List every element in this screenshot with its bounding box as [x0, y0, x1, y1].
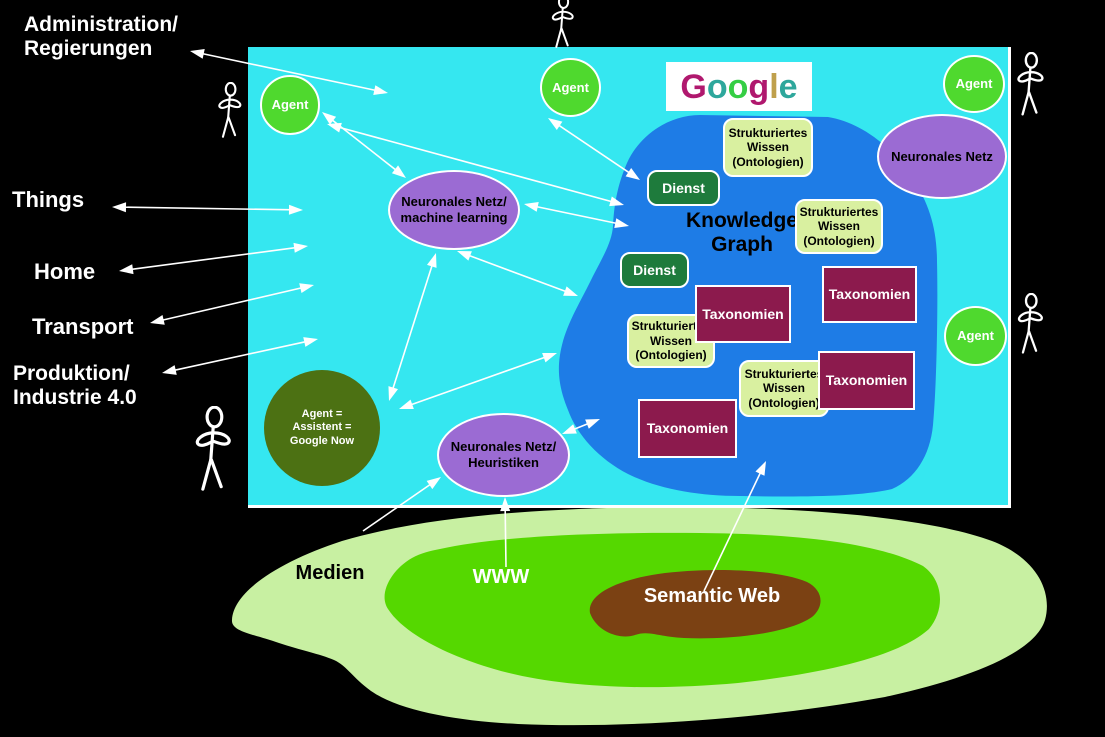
agent-node-top-center: Agent: [540, 58, 601, 117]
stick-figure-top-right: [1017, 52, 1044, 116]
agent-node-top-right: Agent: [943, 55, 1005, 113]
strukturiertes-wissen-top: Strukturiertes Wissen (Ontologien): [723, 118, 813, 177]
neural-net-heuristiken: Neuronales Netz/ Heuristiken: [437, 413, 570, 497]
strukturiertes-wissen-bottom: Strukturiertes Wissen (Ontologien): [739, 360, 829, 417]
arrowhead: [119, 264, 134, 275]
label-transport: Transport: [32, 314, 134, 339]
agent-node-mid-right: Agent: [944, 306, 1007, 366]
dienst-box-left: Dienst: [620, 252, 689, 288]
neural-net-right: Neuronales Netz: [877, 114, 1007, 199]
arrowhead: [162, 365, 177, 375]
google-letter: e: [778, 67, 798, 106]
www-blob: [384, 532, 940, 688]
label-administration: Administration/ Regierungen: [24, 13, 179, 60]
arrow-line: [504, 505, 507, 568]
taxonomien-box-right-lower: Taxonomien: [818, 351, 915, 410]
dienst-box-top: Dienst: [647, 170, 720, 206]
label-www: WWW: [472, 566, 530, 588]
google-letter: o: [727, 67, 749, 106]
arrowhead: [190, 49, 205, 59]
stick-figure-top-center: [551, 0, 575, 49]
label-semantic-web: Semantic Web: [643, 585, 781, 607]
taxonomien-box-center: Taxonomien: [695, 285, 791, 343]
label-home: Home: [34, 259, 96, 284]
arrowhead: [150, 314, 165, 325]
taxonomien-box-right-upper: Taxonomien: [822, 266, 917, 323]
arrowhead: [112, 202, 127, 213]
neural-net-machine-learning: Neuronales Netz/ machine learning: [388, 170, 520, 250]
stick-figure-top-left: [218, 82, 242, 138]
label-things: Things: [12, 187, 85, 212]
stick-figure-bottom-left: [195, 406, 231, 491]
agent-assistant-google-now: Agent = Assistent = Google Now: [264, 370, 380, 486]
google-letter: l: [769, 67, 779, 106]
google-letter: o: [706, 67, 728, 106]
agent-node-top-left: Agent: [260, 75, 320, 135]
strukturiertes-wissen-right: Strukturiertes Wissen (Ontologien): [795, 199, 883, 254]
stick-figure-mid-right: [1017, 293, 1044, 354]
taxonomien-box-left-lower: Taxonomien: [638, 399, 737, 458]
label-medien: Medien: [295, 562, 365, 584]
google-letter: g: [748, 67, 770, 106]
medien-blob: [231, 506, 1047, 726]
google-letter: G: [680, 67, 707, 106]
label-produktion: Produktion/ Industrie 4.0: [13, 362, 137, 409]
